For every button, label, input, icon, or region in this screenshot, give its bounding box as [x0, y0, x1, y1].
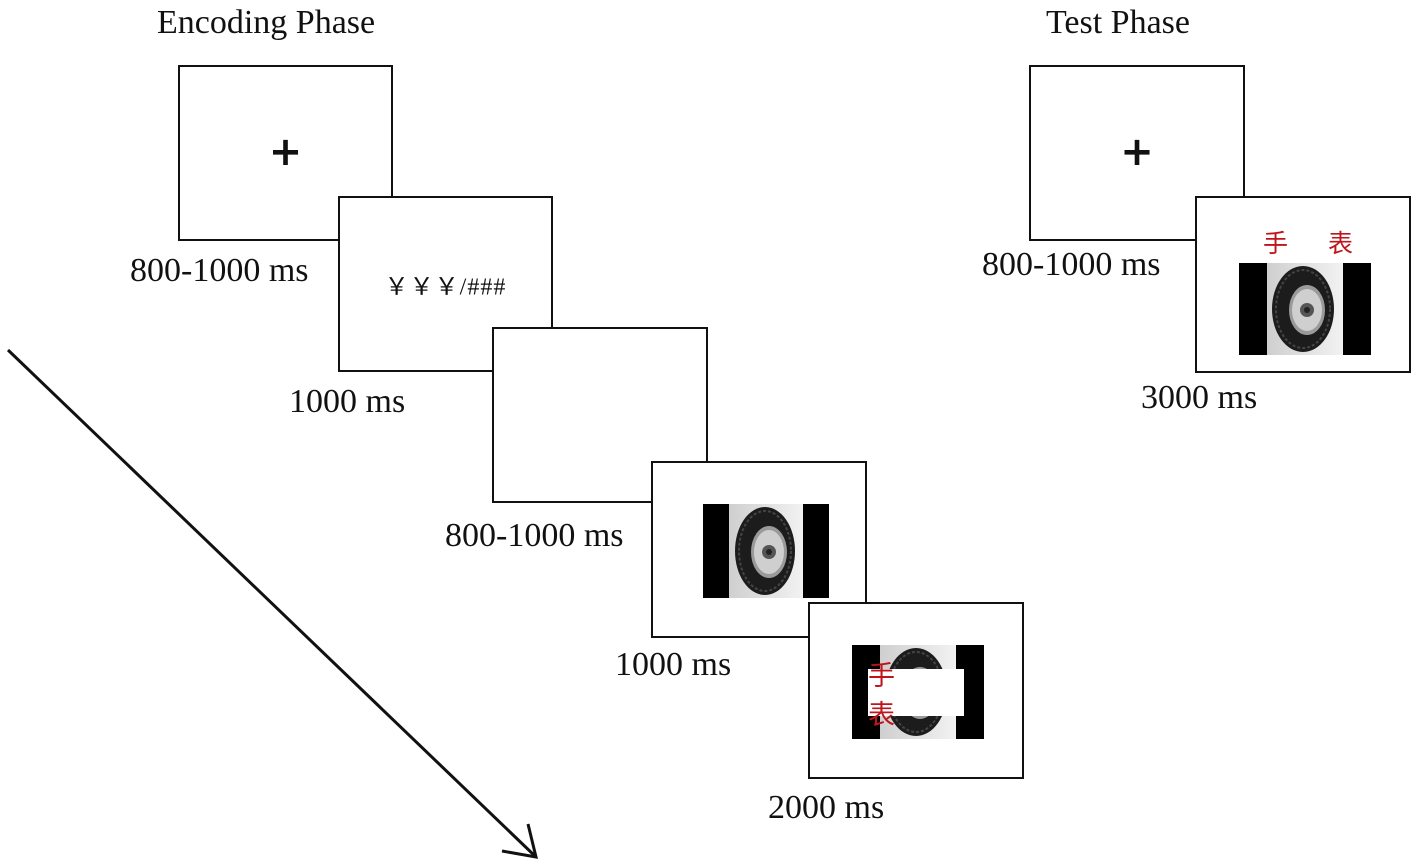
encoding-picture-word-frame: 手 表: [808, 602, 1024, 779]
word-overlay: 手 表: [868, 661, 964, 731]
tire-image: [703, 504, 829, 598]
encoding-phase-title: Encoding Phase: [157, 4, 376, 41]
encoding-picture-duration: 1000 ms: [615, 646, 732, 683]
mask-symbols: ￥￥￥/###: [384, 274, 507, 301]
tire-image: [1239, 263, 1371, 355]
test-phase-title: Test Phase: [1046, 4, 1190, 41]
fixation-cross-icon: +: [1120, 129, 1154, 176]
fixation-cross-icon: +: [268, 129, 303, 176]
encoding-picture-frame: [651, 461, 867, 638]
word-cue: 手 表: [1263, 229, 1369, 258]
test-picture-word-frame: 手 表: [1195, 196, 1411, 373]
test-picture-word-duration: 3000 ms: [1141, 379, 1258, 416]
encoding-mask-duration: 1000 ms: [289, 383, 406, 420]
word-cue: 手 表: [868, 660, 913, 731]
encoding-fixation-duration: 800-1000 ms: [130, 252, 309, 289]
test-fixation-duration: 800-1000 ms: [982, 246, 1161, 283]
encoding-blank-duration: 800-1000 ms: [445, 517, 624, 554]
encoding-picture-word-duration: 2000 ms: [768, 789, 885, 826]
